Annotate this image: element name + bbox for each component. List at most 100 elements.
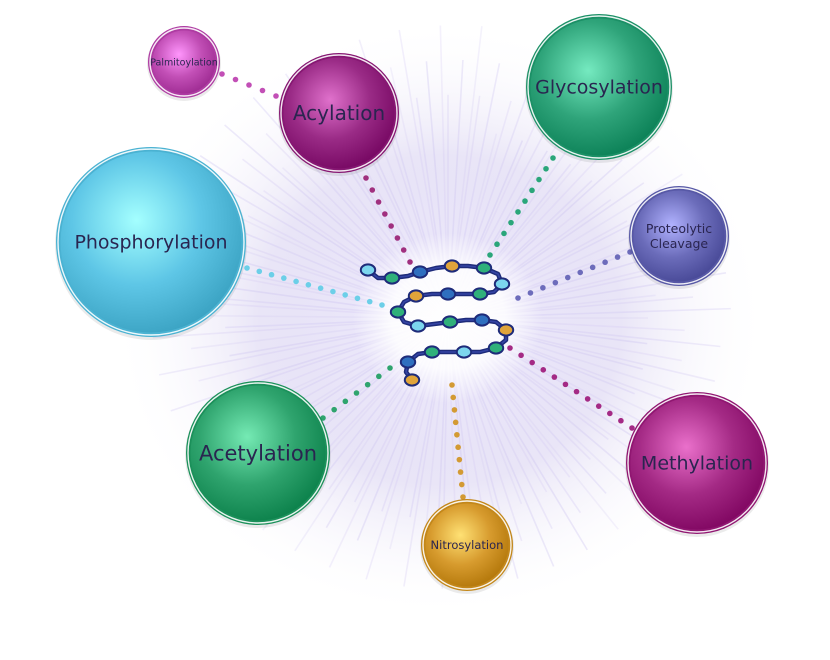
helix-bead — [439, 287, 457, 301]
connector-dot-proteolytic-cleavage — [602, 259, 608, 266]
helix-bead — [359, 263, 377, 277]
connector-dot-methylation — [540, 367, 547, 373]
connector-dot-methylation — [562, 381, 569, 388]
connector-dot-methylation — [507, 345, 513, 351]
connector-dot-phosphorylation — [268, 271, 275, 278]
connector-dot-proteolytic-cleavage — [589, 264, 596, 271]
connector-dot-glycosylation — [522, 198, 528, 204]
connector-dot-glycosylation — [508, 219, 514, 226]
connector-dot-phosphorylation — [354, 295, 361, 302]
connector-dot-phosphorylation — [244, 265, 250, 271]
connector-dot-proteolytic-cleavage — [564, 274, 571, 281]
bubble-label-acylation: Acylation — [293, 101, 385, 125]
connector-dot-methylation — [584, 396, 591, 402]
connector-dot-acylation — [407, 259, 413, 265]
connector-dot-nitrosylation — [457, 469, 464, 475]
helix-bead — [383, 271, 401, 285]
connector-dot-nitrosylation — [454, 431, 460, 438]
helix-bead — [399, 355, 417, 369]
connector-dot-phosphorylation — [281, 275, 287, 281]
connector-dot-glycosylation — [529, 187, 535, 194]
helix-bead — [389, 305, 407, 319]
bubble-label-acetylation: Acetylation — [199, 441, 317, 465]
connector-dot-proteolytic-cleavage — [515, 295, 521, 301]
bubble-label-glycosylation: Glycosylation — [535, 77, 663, 99]
connector-dot-palmitoylation — [259, 87, 266, 94]
connector-dot-glycosylation — [501, 230, 507, 237]
connector-dot-nitrosylation — [455, 444, 461, 451]
connector-dot-methylation — [629, 425, 635, 431]
connector-dot-acetylation — [331, 406, 337, 413]
helix-bead — [497, 323, 515, 337]
connector-dot-proteolytic-cleavage — [527, 290, 534, 296]
connector-dot-nitrosylation — [456, 456, 463, 463]
connector-dot-acetylation — [353, 390, 360, 396]
connector-dot-phosphorylation — [342, 292, 348, 298]
connector-dot-proteolytic-cleavage — [552, 279, 559, 286]
connector-lines — [219, 71, 635, 500]
connector-dot-nitrosylation — [451, 407, 458, 413]
connector-dot-acylation — [388, 223, 394, 229]
helix-bead — [423, 345, 441, 359]
connector-dot-methylation — [618, 417, 624, 424]
bubble-palmitoylation: Palmitoylation — [147, 26, 221, 101]
helix-bead — [403, 373, 421, 387]
connector-dot-nitrosylation — [452, 419, 459, 426]
connector-dot-palmitoylation — [246, 82, 252, 88]
connector-dot-phosphorylation — [330, 288, 336, 295]
connector-dot-nitrosylation — [450, 394, 457, 401]
bubble-acetylation: Acetylation — [185, 381, 331, 528]
connector-dot-acetylation — [364, 381, 371, 388]
connector-dot-glycosylation — [487, 252, 493, 258]
bubble-phosphorylation: Phosphorylation — [55, 147, 247, 340]
connector-dot-phosphorylation — [305, 282, 312, 288]
connector-dot-methylation — [518, 352, 524, 359]
bubble-label-nitrosylation: Nitrosylation — [431, 538, 504, 552]
helix-bead — [493, 277, 511, 291]
connector-dot-methylation — [573, 388, 580, 395]
connector-dot-acetylation — [342, 398, 349, 405]
connector-dot-nitrosylation — [460, 494, 466, 500]
helix-bead — [443, 259, 461, 273]
connector-dot-acylation — [394, 235, 401, 241]
connector-dot-proteolytic-cleavage — [577, 269, 584, 276]
connector-dot-acylation — [382, 211, 388, 217]
connector-dot-glycosylation — [543, 165, 549, 172]
connector-dot-phosphorylation — [379, 302, 385, 308]
helix-bead — [475, 261, 493, 275]
bubble-methylation: Methylation — [625, 392, 769, 537]
connector-dot-glycosylation — [494, 241, 500, 248]
connector-dot-palmitoylation — [273, 93, 279, 99]
bubble-label-palmitoylation: Palmitoylation — [150, 57, 217, 68]
connector-dot-glycosylation — [550, 155, 556, 161]
bubble-acylation: Acylation — [278, 53, 400, 176]
bubble-glycosylation: Glycosylation — [525, 14, 673, 163]
connector-dot-glycosylation — [536, 176, 542, 183]
bubble-label-phosphorylation: Phosphorylation — [74, 232, 227, 254]
connector-dot-glycosylation — [515, 209, 521, 215]
helix-bead — [455, 345, 473, 359]
connector-dot-proteolytic-cleavage — [540, 284, 546, 291]
helix-bead — [411, 265, 429, 279]
connector-dot-proteolytic-cleavage — [614, 254, 621, 260]
connector-dot-methylation — [529, 359, 535, 366]
helix-bead — [473, 313, 491, 327]
bubble-label-methylation: Methylation — [641, 453, 753, 475]
helix-bead — [409, 319, 427, 333]
connector-dot-methylation — [607, 410, 613, 417]
bubble-nitrosylation: Nitrosylation — [420, 499, 514, 594]
connector-dot-acylation — [369, 187, 376, 193]
protein-helix-icon — [359, 259, 515, 387]
connector-dot-methylation — [551, 374, 558, 380]
connector-dot-phosphorylation — [366, 298, 373, 305]
connector-dot-acylation — [363, 175, 369, 181]
connector-dot-palmitoylation — [232, 76, 239, 83]
helix-bead — [407, 289, 425, 303]
connector-dot-acetylation — [376, 373, 382, 380]
connector-dot-phosphorylation — [256, 268, 263, 275]
helix-bead — [441, 315, 459, 329]
connector-dot-nitrosylation — [449, 382, 455, 388]
helix-bead — [471, 287, 489, 301]
